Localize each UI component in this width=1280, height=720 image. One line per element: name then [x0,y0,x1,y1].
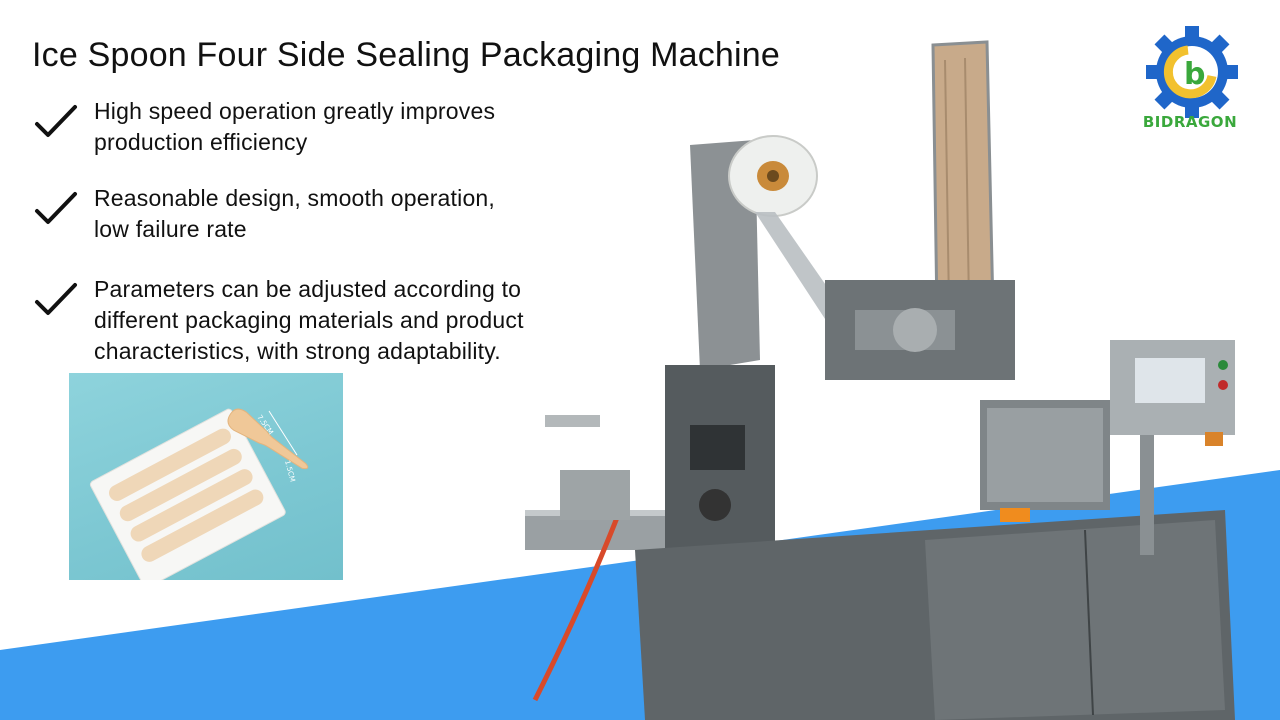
checkmark-icon [35,192,77,224]
bidragon-logo-icon: b [1146,26,1238,118]
checkmark-icon [35,105,77,137]
logo-letter: b [1184,57,1205,92]
product-photo: 7.5CM 1.5CM [69,373,343,580]
ice-spoon-pack-illustration: 7.5CM 1.5CM [89,408,309,580]
feature-text: Parameters can be adjusted according to … [94,276,524,364]
packaging-machine-photo [525,40,1235,720]
logo-wordmark: BIDRAGON [1142,113,1238,131]
checkmark-icon [35,283,77,315]
feature-text: High speed operation greatly improves pr… [94,98,496,155]
feature-text: Reasonable design, smooth operation, low… [94,185,496,242]
page-title: Ice Spoon Four Side Sealing Packaging Ma… [32,36,781,74]
